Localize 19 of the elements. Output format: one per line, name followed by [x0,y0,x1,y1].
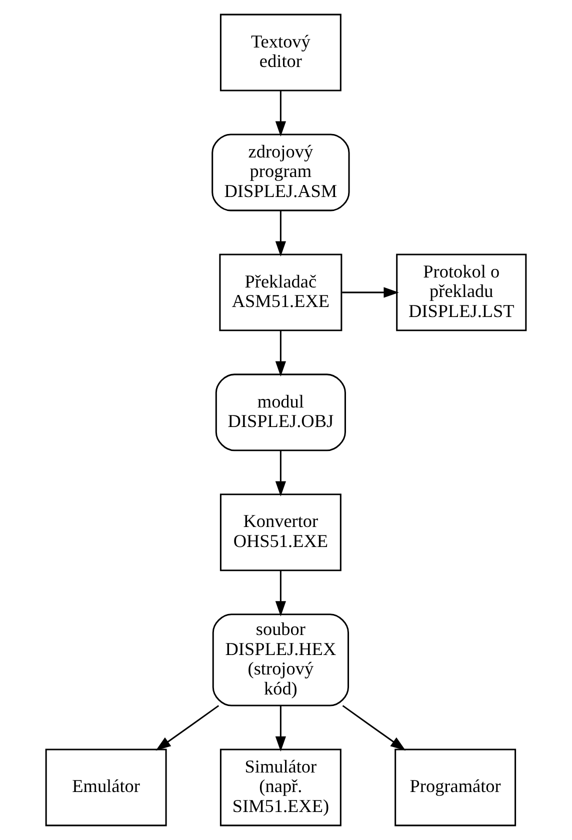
node-box: Konvertor OHS51.EXE [220,494,342,572]
node-box: Emulátor [45,748,167,826]
arrow [275,450,286,496]
node-box: Překladač ASM51.EXE [219,254,342,332]
arrow [275,706,286,752]
arrow [275,91,286,137]
node-box: zdrojový program DISPLEJ.ASM [212,134,350,212]
node-box: Simulátor (např. SIM51.EXE) [220,748,342,826]
node-box: Programátor [394,748,516,826]
arrow [275,330,286,376]
node-box: modul DISPLEJ.OBJ [215,374,346,452]
node-box: soubor DISPLEJ.HEX (strojový kód) [212,614,350,706]
node-box: Textový editor [220,14,342,92]
arrow [275,211,286,256]
node-box: Protokol o překladu DISPLEJ.LST [396,254,527,332]
arrow [342,705,406,751]
arrow [342,287,399,298]
arrow [156,705,220,751]
arrow [275,570,286,616]
